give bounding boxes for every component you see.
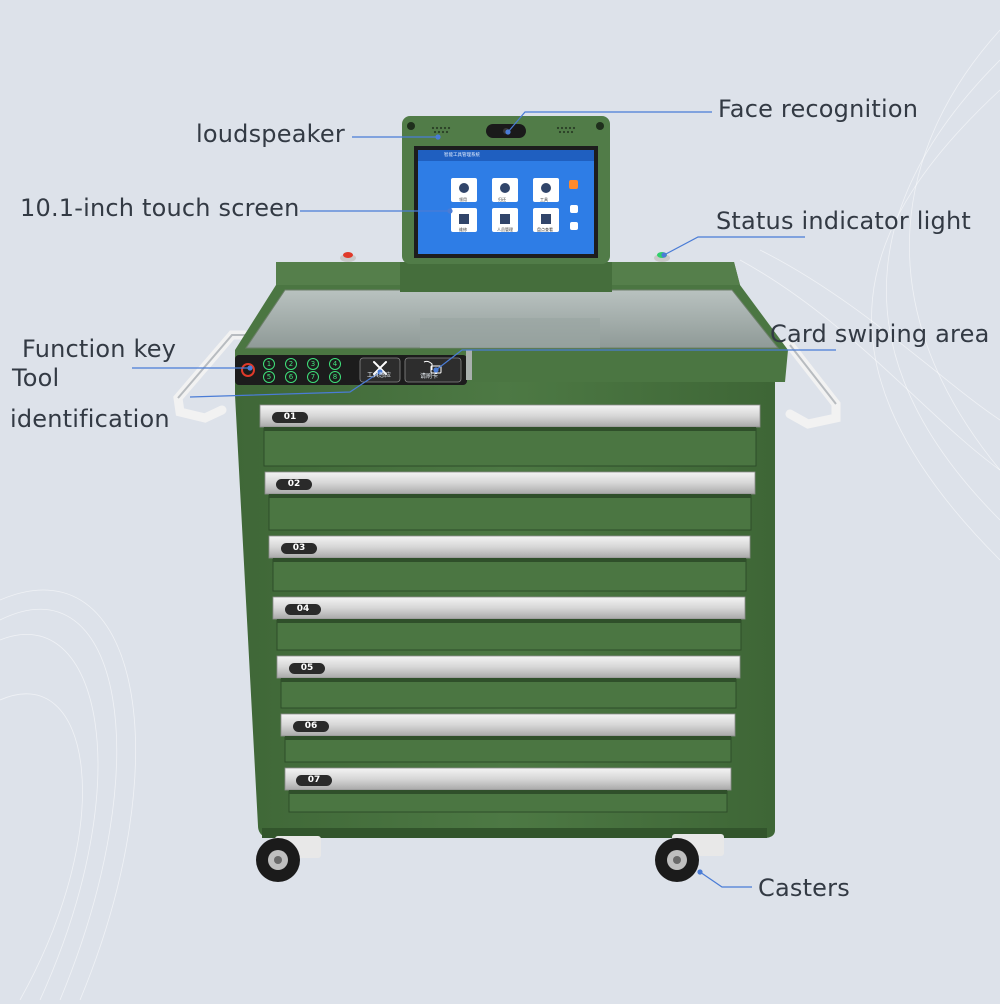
callout-status-light: Status indicator light (716, 207, 971, 235)
drawer-number-tag: 07 (296, 775, 332, 786)
keypad-key-3[interactable]: 3 (307, 358, 319, 370)
callout-casters: Casters (758, 874, 850, 902)
callout-touch-screen: 10.1-inch touch screen (20, 194, 300, 222)
card-reader-label: 请刷卡 (420, 373, 439, 380)
callout-line-status (663, 236, 805, 256)
keypad-key-4[interactable]: 4 (329, 358, 341, 370)
callout-function-key: Function key (22, 335, 177, 363)
tool-sensor-label: 工具感应 (367, 372, 392, 379)
screen-tile-caption: 维修 (459, 227, 467, 232)
drawer-number-tag: 03 (281, 543, 317, 554)
speaker-grille-left (431, 126, 451, 134)
cabinet-top (235, 262, 788, 382)
callout-line-card (435, 349, 836, 371)
drawer-01[interactable] (259, 404, 761, 467)
touch-screen-display[interactable] (418, 150, 594, 254)
keypad-key-5[interactable]: 5 (263, 371, 275, 383)
callout-line-face (507, 111, 712, 133)
keypad-key-8[interactable]: 8 (329, 371, 341, 383)
callout-card-swiping: Card swiping area (770, 320, 990, 348)
screen-tile-caption: 归还 (498, 197, 506, 202)
status-indicator-red (340, 252, 356, 262)
keypad-key-1[interactable]: 1 (263, 358, 275, 370)
screen-tile-caption: 盘点查看 (537, 227, 553, 232)
keypad-key-7[interactable]: 7 (307, 371, 319, 383)
tool-sensor-icon (373, 361, 387, 375)
drawer-number-tag: 05 (289, 663, 325, 674)
left-handle[interactable] (173, 330, 250, 423)
caster-left[interactable] (256, 836, 321, 882)
screen-app-title: 智能工具管理系统 (444, 153, 480, 158)
drawer-02[interactable] (264, 471, 756, 531)
background-wave-lines (0, 29, 1000, 1001)
drawer-03[interactable] (268, 535, 751, 592)
drawer-number-tag: 01 (272, 412, 308, 423)
speaker-grille-right (556, 126, 576, 134)
screen-tile-caption: 人员管理 (497, 227, 513, 232)
callout-loudspeaker: loudspeaker (196, 120, 345, 148)
right-handle[interactable] (765, 340, 841, 429)
callout-identification: identification (10, 405, 170, 433)
drawer-04[interactable] (272, 596, 746, 651)
drawer-number-tag: 02 (276, 479, 312, 490)
drawer-stack (259, 404, 761, 813)
callout-line-tool (189, 371, 381, 398)
screen-tile-caption: 领用 (459, 197, 467, 202)
drawer-07[interactable] (284, 767, 732, 813)
caster-right[interactable] (655, 834, 724, 882)
callout-face-recognition: Face recognition (718, 95, 919, 123)
drawer-number-tag: 06 (293, 721, 329, 732)
drawer-05[interactable] (276, 655, 741, 709)
callout-lines (132, 111, 836, 888)
screen-tile-caption: 工具 (540, 197, 548, 202)
keypad-key-6[interactable]: 6 (285, 371, 297, 383)
card-swipe-icon (423, 360, 442, 374)
drawer-number-tag: 04 (285, 604, 321, 615)
callout-line-casters (699, 871, 752, 888)
keypad-key-2[interactable]: 2 (285, 358, 297, 370)
drawer-06[interactable] (280, 713, 736, 763)
callout-tool: Tool (12, 364, 60, 392)
